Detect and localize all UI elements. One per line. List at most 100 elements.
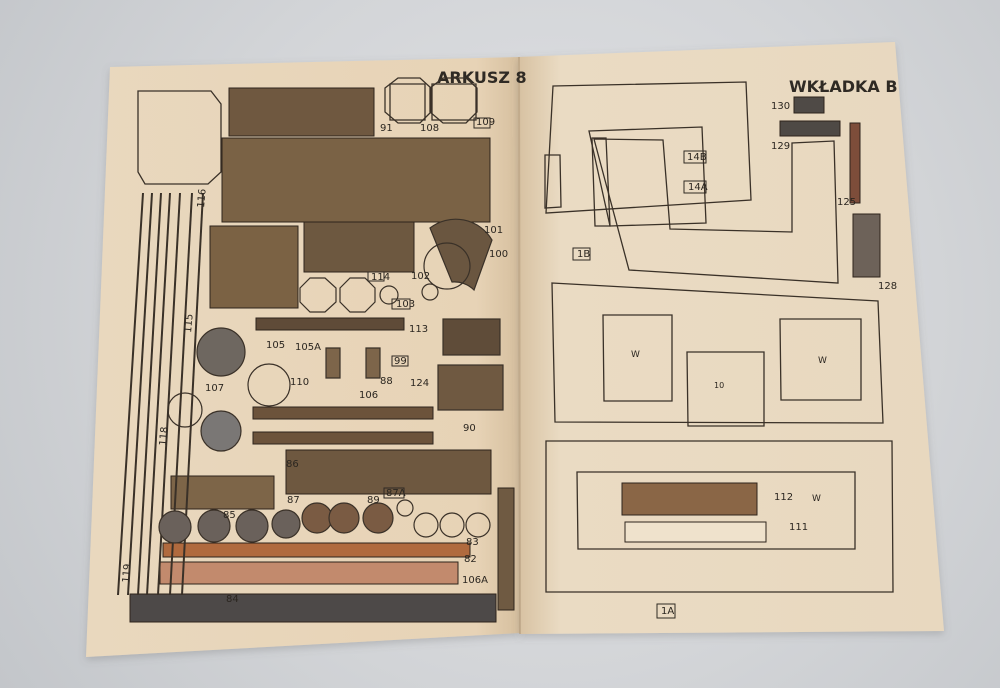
ring-piece [429,218,493,292]
box-109 [473,117,491,129]
label-124: 124 [410,378,429,389]
right-fill-parts [621,96,881,543]
fan-b [197,509,231,543]
label-99: 99 [394,356,407,367]
box-1a [656,603,676,619]
label-111: 111 [789,522,808,533]
gear-wheel-small [167,392,203,428]
circle-row-d [465,512,491,538]
label-108: 108 [420,123,439,134]
left-page-title: ARKUSZ 8 [437,68,527,87]
part-112 [621,482,758,516]
side-label-118: 118 [158,426,171,446]
part-128 [852,213,881,278]
octagon-ring-inner [423,242,471,290]
circle-row-c [439,512,465,538]
rail-strip [255,317,405,331]
box-114 [367,271,385,282]
label-86: 86 [286,459,299,470]
fan-f [328,502,360,534]
label-101: 101 [484,225,503,236]
label-87a: 87A [386,488,406,499]
label-109: 109 [476,117,495,128]
label-102: 102 [411,271,430,282]
star-octagon [196,327,246,377]
striped-strip-82 [159,561,459,585]
label-113: 113 [409,324,428,335]
label-88: 88 [380,376,393,387]
octagon-small-a [299,277,337,313]
label-130: 130 [771,101,790,112]
upper-wall-piece [545,81,752,214]
window-block [303,221,415,273]
panel-label-14a: 14A [688,182,708,193]
striped-strip-83 [162,542,471,558]
small-circle-a [379,285,399,305]
label-129: 129 [771,141,790,152]
inner-cutout [588,126,707,227]
small-blocks-124 [437,364,504,411]
strip-2 [127,192,153,596]
wall-panels-middle [209,225,299,309]
right-page-title: WKŁADKA B [789,77,898,96]
label-89: 89 [367,495,380,506]
upper-side-tab [544,154,562,209]
small-circle-b [421,283,439,301]
side-gear-strip [497,487,515,611]
long-strip-a [252,406,434,420]
label-114: 114 [371,272,390,283]
label-112: 112 [774,492,793,503]
fence-grid [442,318,501,356]
part-111 [624,521,767,543]
box-1b [572,247,591,261]
box-87a [383,487,405,499]
middle-box-1b [551,282,884,424]
box-99 [391,355,409,367]
label-boxes [367,117,707,619]
left-labels: 91 108 109 101 100 102 114 103 113 105 1… [121,117,508,605]
fan-d [271,509,301,539]
fan-e [301,502,333,534]
strip-4 [146,192,171,596]
left-page-parts [129,87,515,623]
small-shapes [158,218,504,544]
long-strip-b [252,431,434,445]
window-w-left [602,314,673,402]
base-inner-panel [576,471,856,550]
label-105a: 105A [295,342,321,353]
part-130 [793,96,825,114]
panel-label-1a: 1A [661,606,674,617]
right-page-parts [544,81,894,593]
label-107: 107 [205,383,224,394]
fan-c [235,509,269,543]
upper-inner-left [591,137,611,227]
side-label-116: 116 [196,188,209,208]
window-10 [686,351,765,427]
panel-label-1b: 1B [577,249,590,260]
roof-strip [228,87,375,137]
gear-wheel [247,363,291,407]
box-103 [391,298,411,310]
label-110: 110 [290,377,309,388]
window-w-right [779,318,862,401]
label-125: 125 [837,197,856,208]
part-129 [779,120,841,137]
small-label-w-left: W [631,350,640,360]
label-82: 82 [464,554,477,565]
label-91: 91 [380,123,393,134]
side-label-119: 119 [121,563,134,583]
fan-g [362,502,394,534]
box-14a [683,180,707,194]
label-90: 90 [463,423,476,434]
small-label-w-right: W [818,356,827,366]
small-label-10: 10 [714,381,724,390]
base-panel-1a [545,440,894,593]
octagon-top-b [429,77,478,124]
label-103: 103 [396,299,415,310]
door-piece-a [325,347,341,379]
label-83: 83 [466,537,479,548]
octagon-gray [200,410,242,452]
wall-panels-top [221,137,491,223]
